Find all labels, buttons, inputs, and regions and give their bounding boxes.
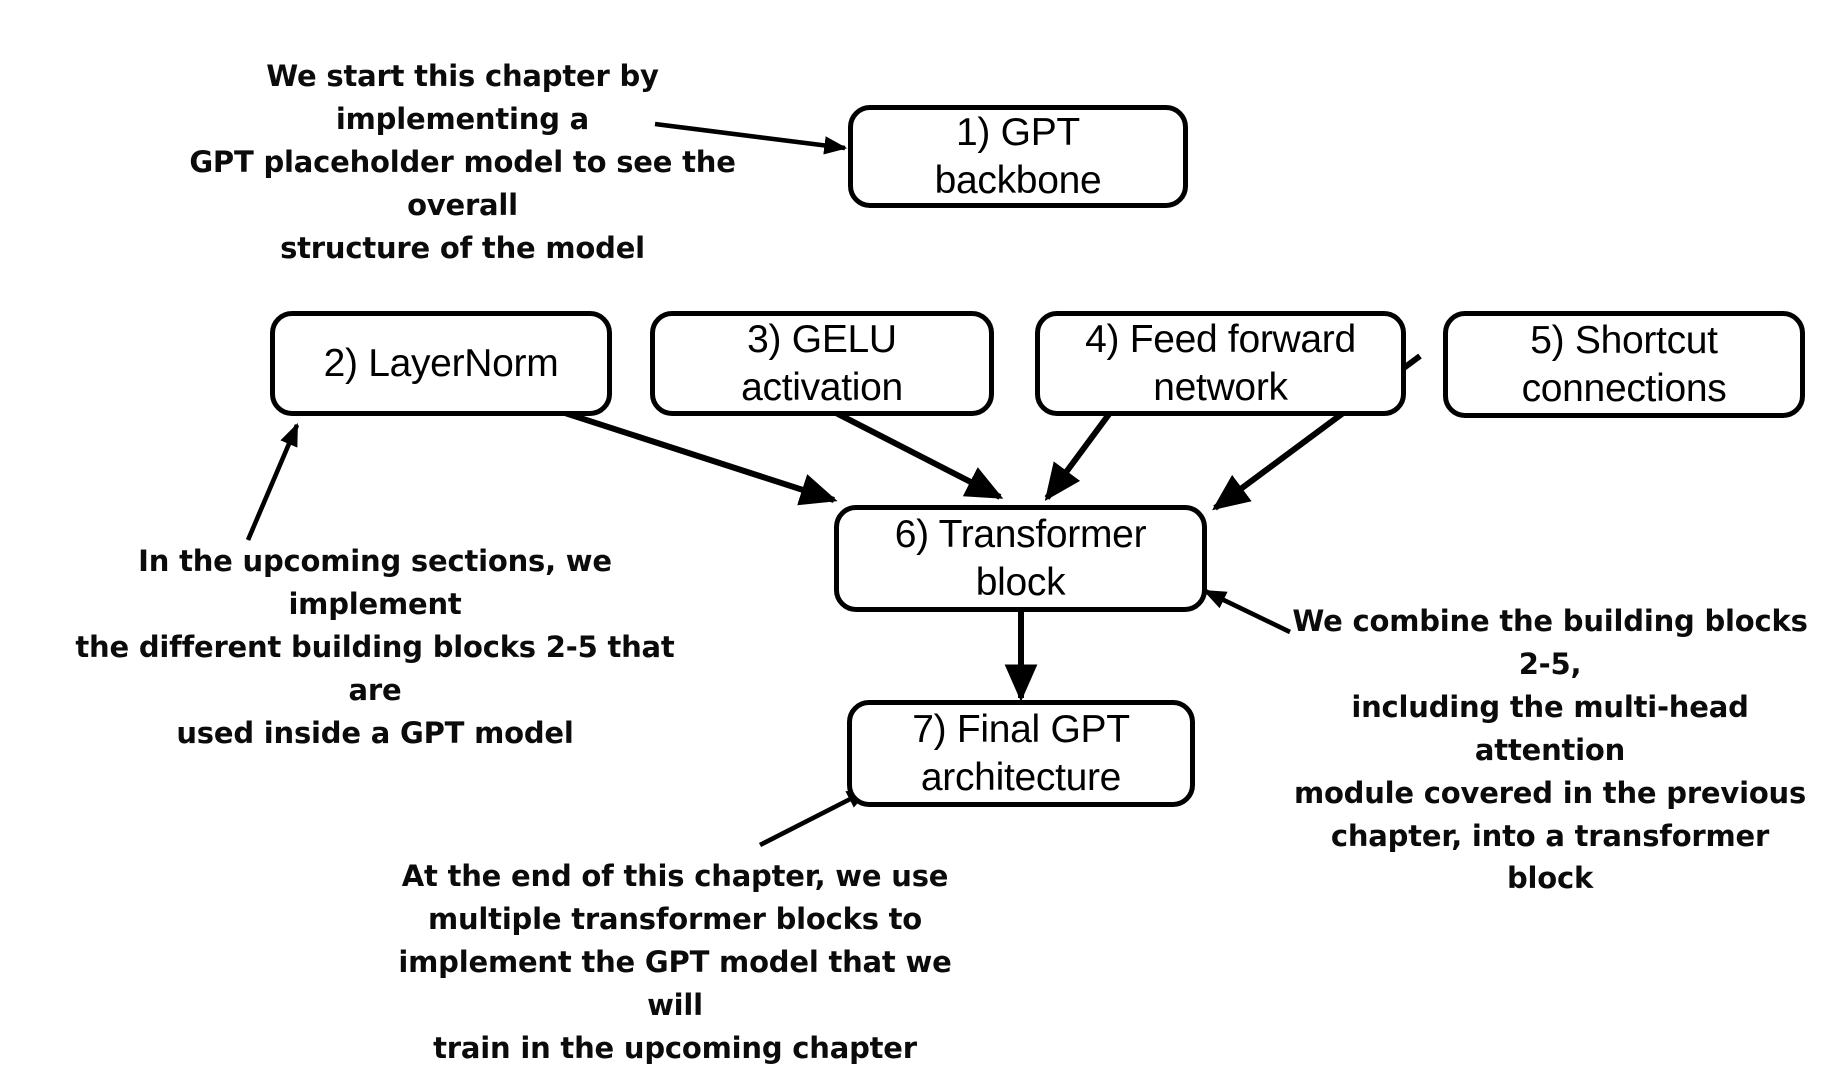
node-label: 2) LayerNorm — [323, 341, 559, 385]
node-gpt-backbone[interactable]: 1) GPT backbone — [848, 105, 1188, 208]
node-feed-forward[interactable]: 4) Feed forward network — [1035, 311, 1406, 416]
node-label: 7) Final GPT architecture — [912, 707, 1130, 799]
node-gelu-activation[interactable]: 3) GELU activation — [650, 311, 994, 416]
node-final-gpt-architecture[interactable]: 7) Final GPT architecture — [847, 700, 1195, 807]
node-label: 6) Transformer block — [894, 512, 1147, 604]
node-label: 1) GPT backbone — [934, 110, 1102, 202]
node-label: 3) GELU activation — [741, 317, 903, 409]
node-transformer-block[interactable]: 6) Transformer block — [834, 505, 1207, 612]
node-label: 4) Feed forward network — [1085, 317, 1356, 409]
annotation-intro-note: We start this chapter by implementing a … — [189, 59, 736, 265]
node-shortcut-connections[interactable]: 5) Shortcut connections — [1443, 311, 1805, 418]
annotation-building-blocks-note: In the upcoming sections, we implement t… — [75, 544, 675, 750]
annotation-transformer-block-note: We combine the building blocks 2-5, incl… — [1292, 604, 1808, 896]
arrow-tb-note-to-transformer — [1202, 588, 1291, 635]
arrow-blocks-note-to-layernorm — [245, 422, 300, 541]
node-layernorm[interactable]: 2) LayerNorm — [270, 311, 612, 416]
node-label: 5) Shortcut connections — [1521, 318, 1727, 410]
annotation-final-architecture-note: At the end of this chapter, we use multi… — [398, 859, 952, 1065]
